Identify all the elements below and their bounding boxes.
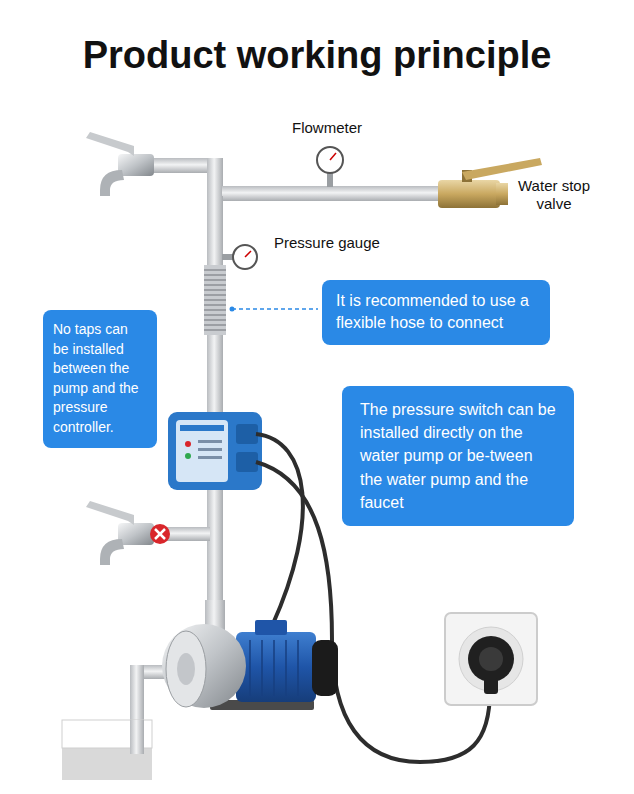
part-label: Water stop valve (504, 177, 604, 213)
callout-box: It is recommended to use a flexible hose… (322, 280, 550, 345)
callout-box: No taps can be installed between the pum… (43, 310, 157, 448)
part-label: Flowmeter (292, 119, 382, 137)
callout-text: It is recommended to use a flexible hose… (336, 290, 536, 335)
diagram-title: Product working principle (0, 34, 634, 77)
part-label: Pressure gauge (274, 234, 404, 252)
callout-text: No taps can be installed between the pum… (53, 320, 147, 438)
callout-box: The pressure switch can be installed dir… (342, 386, 574, 526)
callout-text: The pressure switch can be installed dir… (360, 398, 556, 514)
